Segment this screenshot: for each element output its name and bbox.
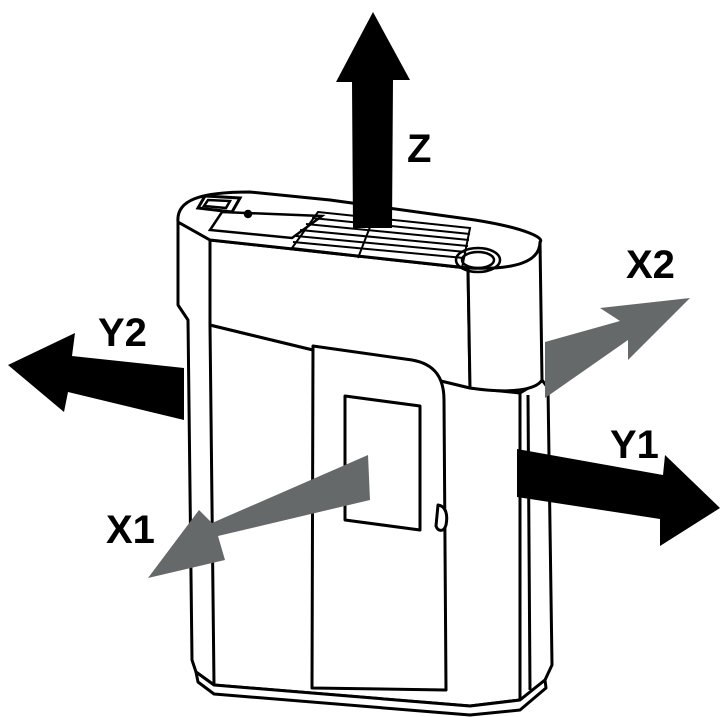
x1-arrow (148, 455, 370, 578)
stove (176, 190, 554, 717)
z-arrow (336, 12, 410, 228)
stove-door-handle (434, 503, 449, 532)
y2-label: Y2 (98, 311, 147, 355)
stove-right-panel-line (526, 394, 532, 691)
pellet-lid (454, 246, 502, 274)
stove-top-details (195, 194, 502, 274)
x2-arrow (545, 298, 690, 398)
stove-right-side (518, 378, 554, 702)
z-label: Z (407, 127, 431, 171)
x1-label: X1 (106, 508, 155, 552)
top-lid-plate (207, 210, 326, 240)
stove-base (194, 670, 548, 717)
y1-arrow (517, 449, 720, 546)
x2-label: X2 (626, 243, 675, 287)
y2-arrow (8, 333, 184, 420)
y1-label: Y1 (610, 423, 659, 467)
